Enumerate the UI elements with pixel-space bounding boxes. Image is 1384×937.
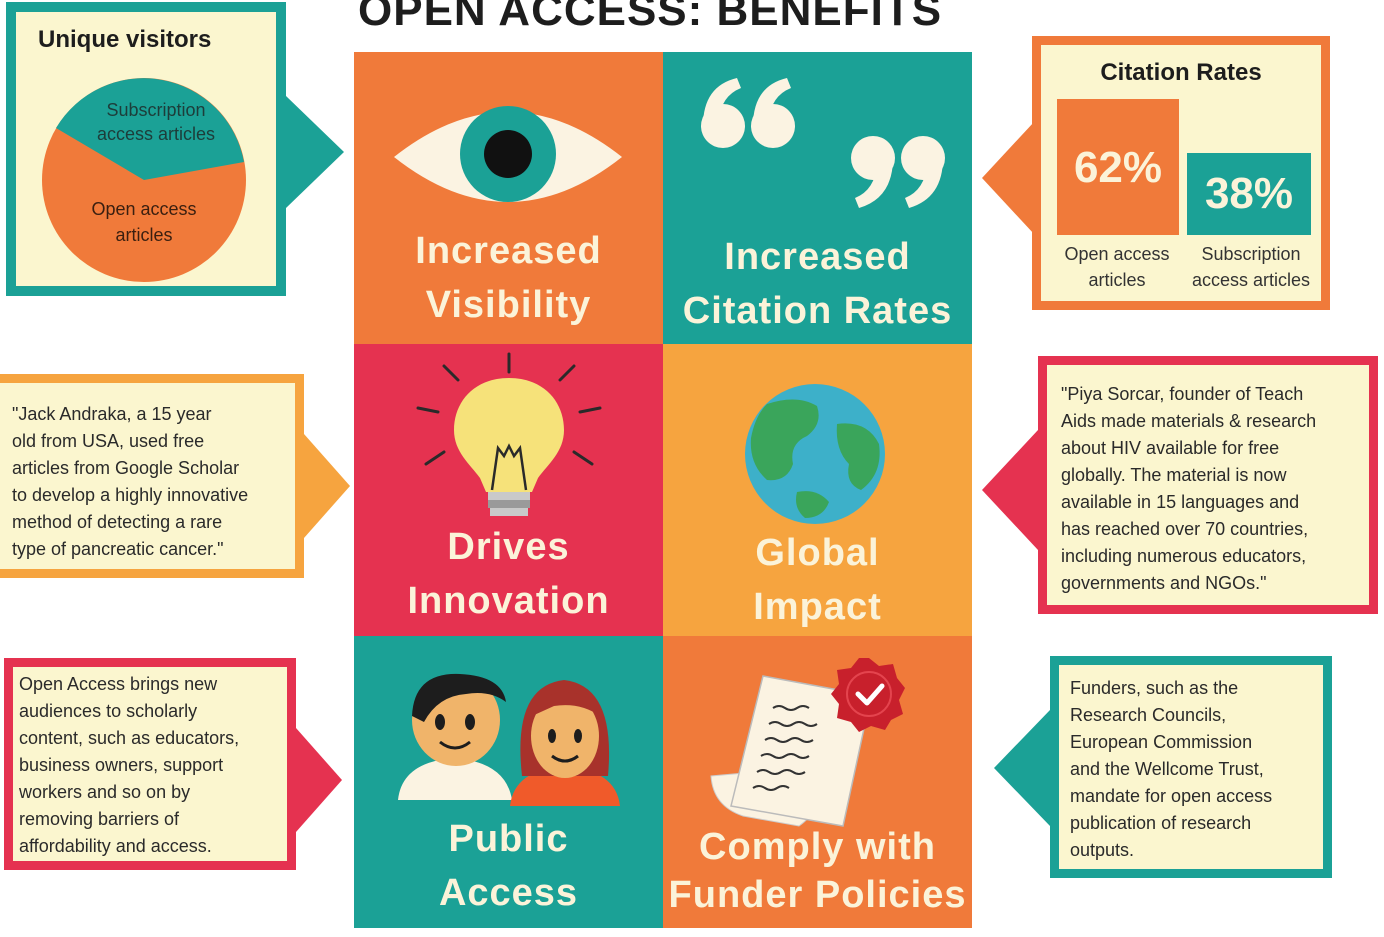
quote-line: old from USA, used free bbox=[12, 431, 205, 451]
quote-line: has reached over 70 countries, bbox=[1061, 519, 1309, 539]
note-line: publication of research bbox=[1070, 813, 1252, 833]
citation-pointer bbox=[982, 122, 1034, 234]
tile-increased-visibility: Increased Visibility bbox=[354, 52, 663, 344]
eye-icon bbox=[394, 106, 622, 202]
note-line: European Commission bbox=[1070, 732, 1253, 752]
tile-label-line2: Innovation bbox=[407, 580, 610, 622]
unique-visitors-callout: Unique visitors Subscription access arti… bbox=[6, 2, 286, 296]
note-line: Open Access brings new bbox=[19, 674, 218, 694]
note-line: affordability and access. bbox=[19, 836, 212, 856]
tile-comply-funder-policies: Comply with Funder Policies bbox=[663, 636, 972, 928]
quote-line: method of detecting a rare bbox=[12, 512, 223, 532]
tile-label-line1: Increased bbox=[415, 230, 602, 272]
quote-line: about HIV available for free bbox=[1061, 438, 1280, 458]
tile-label-line2: Visibility bbox=[425, 284, 592, 326]
tile-label-line2: Access bbox=[438, 872, 579, 914]
public-access-callout: Open Access brings new audiences to scho… bbox=[4, 658, 296, 870]
funder-callout: Funders, such as the Research Councils, … bbox=[1050, 656, 1332, 878]
quote-line: articles from Google Scholar bbox=[12, 458, 240, 478]
quote-line: type of pancreatic cancer." bbox=[12, 539, 224, 559]
quote-line: to develop a highly innovative bbox=[12, 485, 249, 505]
note-line: and the Wellcome Trust, bbox=[1070, 759, 1264, 779]
note-line: Research Councils, bbox=[1070, 705, 1227, 725]
citation-label-open-2: articles bbox=[1088, 270, 1146, 290]
tile-public-access: Public Access bbox=[354, 636, 663, 928]
note-line: outputs. bbox=[1070, 840, 1135, 860]
citation-bar-subscription: 38% bbox=[1187, 153, 1311, 235]
funder-pointer bbox=[994, 710, 1050, 826]
note-line: workers and so on by bbox=[19, 782, 191, 802]
pie-label-subscription-1: Subscription bbox=[106, 100, 206, 120]
innovation-pointer bbox=[304, 434, 350, 538]
tile-label-line1: Comply with bbox=[699, 826, 936, 868]
tile-label-line1: Drives bbox=[447, 526, 570, 568]
document-icon bbox=[710, 658, 905, 827]
tile-label-line2: Funder Policies bbox=[668, 874, 967, 916]
citation-label-open-1: Open access bbox=[1064, 244, 1170, 264]
open-quote-icon bbox=[701, 78, 795, 148]
global-pointer bbox=[982, 430, 1038, 550]
tile-global-impact: Global Impact bbox=[663, 344, 972, 636]
note-line: mandate for open access bbox=[1070, 786, 1273, 806]
public-access-pointer bbox=[296, 728, 342, 832]
citation-bar-open: 62% bbox=[1057, 99, 1179, 235]
unique-visitors-title: Unique visitors bbox=[38, 26, 212, 53]
pie-label-open-1: Open access bbox=[91, 199, 197, 219]
people-icon bbox=[398, 673, 620, 806]
tile-label-line2: Citation Rates bbox=[682, 290, 953, 332]
citation-rates-callout: Citation Rates 62% 38% Open access artic… bbox=[1032, 36, 1330, 310]
citation-label-subscription-1: Subscription bbox=[1201, 244, 1301, 264]
visitors-pointer bbox=[286, 96, 344, 208]
tile-label-line1: Increased bbox=[724, 236, 911, 278]
tile-label-line1: Public bbox=[448, 818, 569, 860]
quote-line: available in 15 languages and bbox=[1061, 492, 1300, 512]
quote-line: "Jack Andraka, a 15 year bbox=[12, 404, 212, 424]
innovation-quote-callout: "Jack Andraka, a 15 year old from USA, u… bbox=[0, 374, 304, 578]
quote-line: governments and NGOs." bbox=[1061, 573, 1267, 593]
citation-value-open: 62% bbox=[1073, 143, 1163, 192]
note-line: audiences to scholarly bbox=[19, 701, 198, 721]
globe-icon bbox=[745, 384, 885, 524]
quote-line: globally. The material is now bbox=[1061, 465, 1287, 485]
note-line: Funders, such as the bbox=[1070, 678, 1239, 698]
tile-label-line2: Impact bbox=[753, 586, 882, 628]
note-line: removing barriers of bbox=[19, 809, 180, 829]
page-title: OPEN ACCESS: BENEFITS bbox=[358, 0, 943, 35]
citation-rates-title: Citation Rates bbox=[1100, 59, 1262, 86]
quote-line: "Piya Sorcar, founder of Teach bbox=[1061, 384, 1304, 404]
citation-value-subscription: 38% bbox=[1204, 169, 1294, 218]
note-line: content, such as educators, bbox=[19, 728, 240, 748]
lightbulb-icon bbox=[416, 352, 602, 516]
tile-drives-innovation: Drives Innovation bbox=[354, 344, 663, 636]
citation-label-subscription-2: access articles bbox=[1191, 270, 1311, 290]
global-quote-callout: "Piya Sorcar, founder of Teach Aids made… bbox=[1038, 356, 1378, 614]
quote-line: Aids made materials & research bbox=[1061, 411, 1317, 431]
note-line: business owners, support bbox=[19, 755, 224, 775]
quote-line: including numerous educators, bbox=[1061, 546, 1307, 566]
pie-label-subscription-2: access articles bbox=[96, 124, 216, 144]
pie-label-open-2: articles bbox=[115, 225, 173, 245]
close-quote-icon bbox=[851, 136, 945, 208]
unique-visitors-pie bbox=[42, 78, 246, 282]
tile-label-line1: Global bbox=[755, 532, 880, 574]
tile-increased-citation-rates: Increased Citation Rates bbox=[663, 52, 972, 344]
